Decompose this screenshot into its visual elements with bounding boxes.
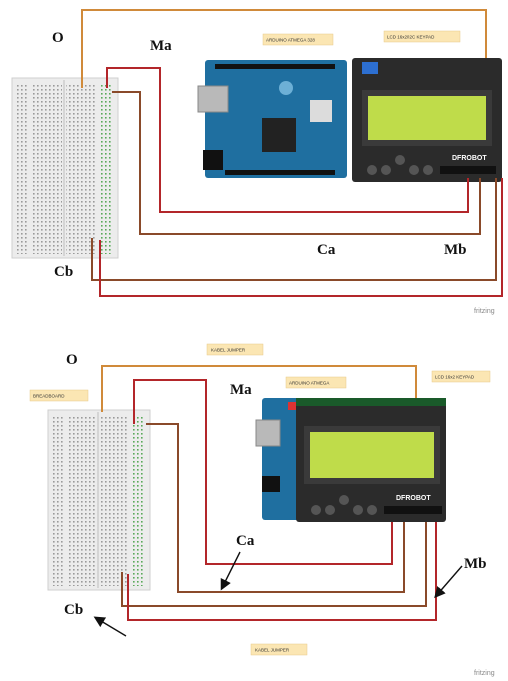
bottom-dfrobot-text: DFROBOT xyxy=(396,495,431,502)
top-lcd-tag: LCD 16x2/I2C KEYPAD xyxy=(387,35,435,40)
top-arduino-tag-bg xyxy=(262,33,334,46)
bottom-breadboard-tag: BREADBOARD xyxy=(33,394,65,399)
bottom-label-o: O xyxy=(66,352,78,368)
top-arduino-tag: ARDUINO ATMEGA 328 xyxy=(266,38,315,43)
bottom-lcd-shield: DFROBOT xyxy=(296,398,446,522)
bottom-arrow-ca xyxy=(220,551,241,591)
bottom-kabel-tag-top-bg xyxy=(206,343,264,356)
top-arduino-board xyxy=(197,60,347,178)
top-dfrobot-text: DFROBOT xyxy=(452,155,487,162)
top-label-ca: Ca xyxy=(317,242,336,258)
bottom-wire-brown-cb xyxy=(121,522,427,607)
bottom-label-cb: Cb xyxy=(64,602,83,618)
bottom-wire-red-mb xyxy=(127,522,437,621)
top-label-ma: Ma xyxy=(150,38,172,54)
bottom-label-ma: Ma xyxy=(230,382,252,398)
bottom-wire-red-ma xyxy=(133,379,393,565)
bottom-breadboard-tag-bg xyxy=(29,389,89,402)
bottom-kabel-tag-top: KABEL JUMPER xyxy=(211,348,246,353)
top-diagram: DFROBOT ARDUINO ATMEGA 328 LCD 16x2/I2C … xyxy=(11,9,503,315)
bottom-diagram: DFROBOT KABEL JUMPER BREADBOARD ARDUINO … xyxy=(29,343,495,677)
bottom-label-ca: Ca xyxy=(236,533,255,549)
bottom-wire-orange xyxy=(101,365,417,412)
bottom-arrow-cb xyxy=(93,616,127,637)
top-wire-brown-ca xyxy=(112,91,481,235)
bottom-fritzing-logo: fritzing xyxy=(474,670,495,677)
bottom-wire-brown-ca xyxy=(146,423,405,593)
top-breadboard xyxy=(11,77,119,259)
top-label-o: O xyxy=(52,30,64,46)
top-label-cb: Cb xyxy=(54,264,73,280)
bottom-breadboard xyxy=(47,409,151,591)
bottom-arduino-tag-bg xyxy=(285,376,347,389)
bottom-arduino-tag: ARDUINO ATMEGA xyxy=(289,381,329,386)
top-wire-brown-cb xyxy=(91,178,497,281)
bottom-arrow-mb xyxy=(434,565,463,599)
top-lcd-shield: DFROBOT xyxy=(352,58,502,182)
top-fritzing-logo: fritzing xyxy=(474,308,495,315)
top-label-mb: Mb xyxy=(444,242,467,258)
bottom-lcd-tag-bg xyxy=(431,370,491,383)
top-lcd-tag-bg xyxy=(383,30,461,43)
bottom-label-mb: Mb xyxy=(464,556,487,572)
bottom-lcd-tag: LCD 16x2 KEYPAD xyxy=(435,375,475,380)
top-wire-orange xyxy=(81,9,487,88)
bottom-kabel-tag-bottom: KABEL JUMPER xyxy=(255,648,290,653)
top-wire-red-ma xyxy=(106,67,469,213)
top-wire-red-mb xyxy=(99,178,503,297)
bottom-kabel-tag-bottom-bg xyxy=(250,643,308,656)
